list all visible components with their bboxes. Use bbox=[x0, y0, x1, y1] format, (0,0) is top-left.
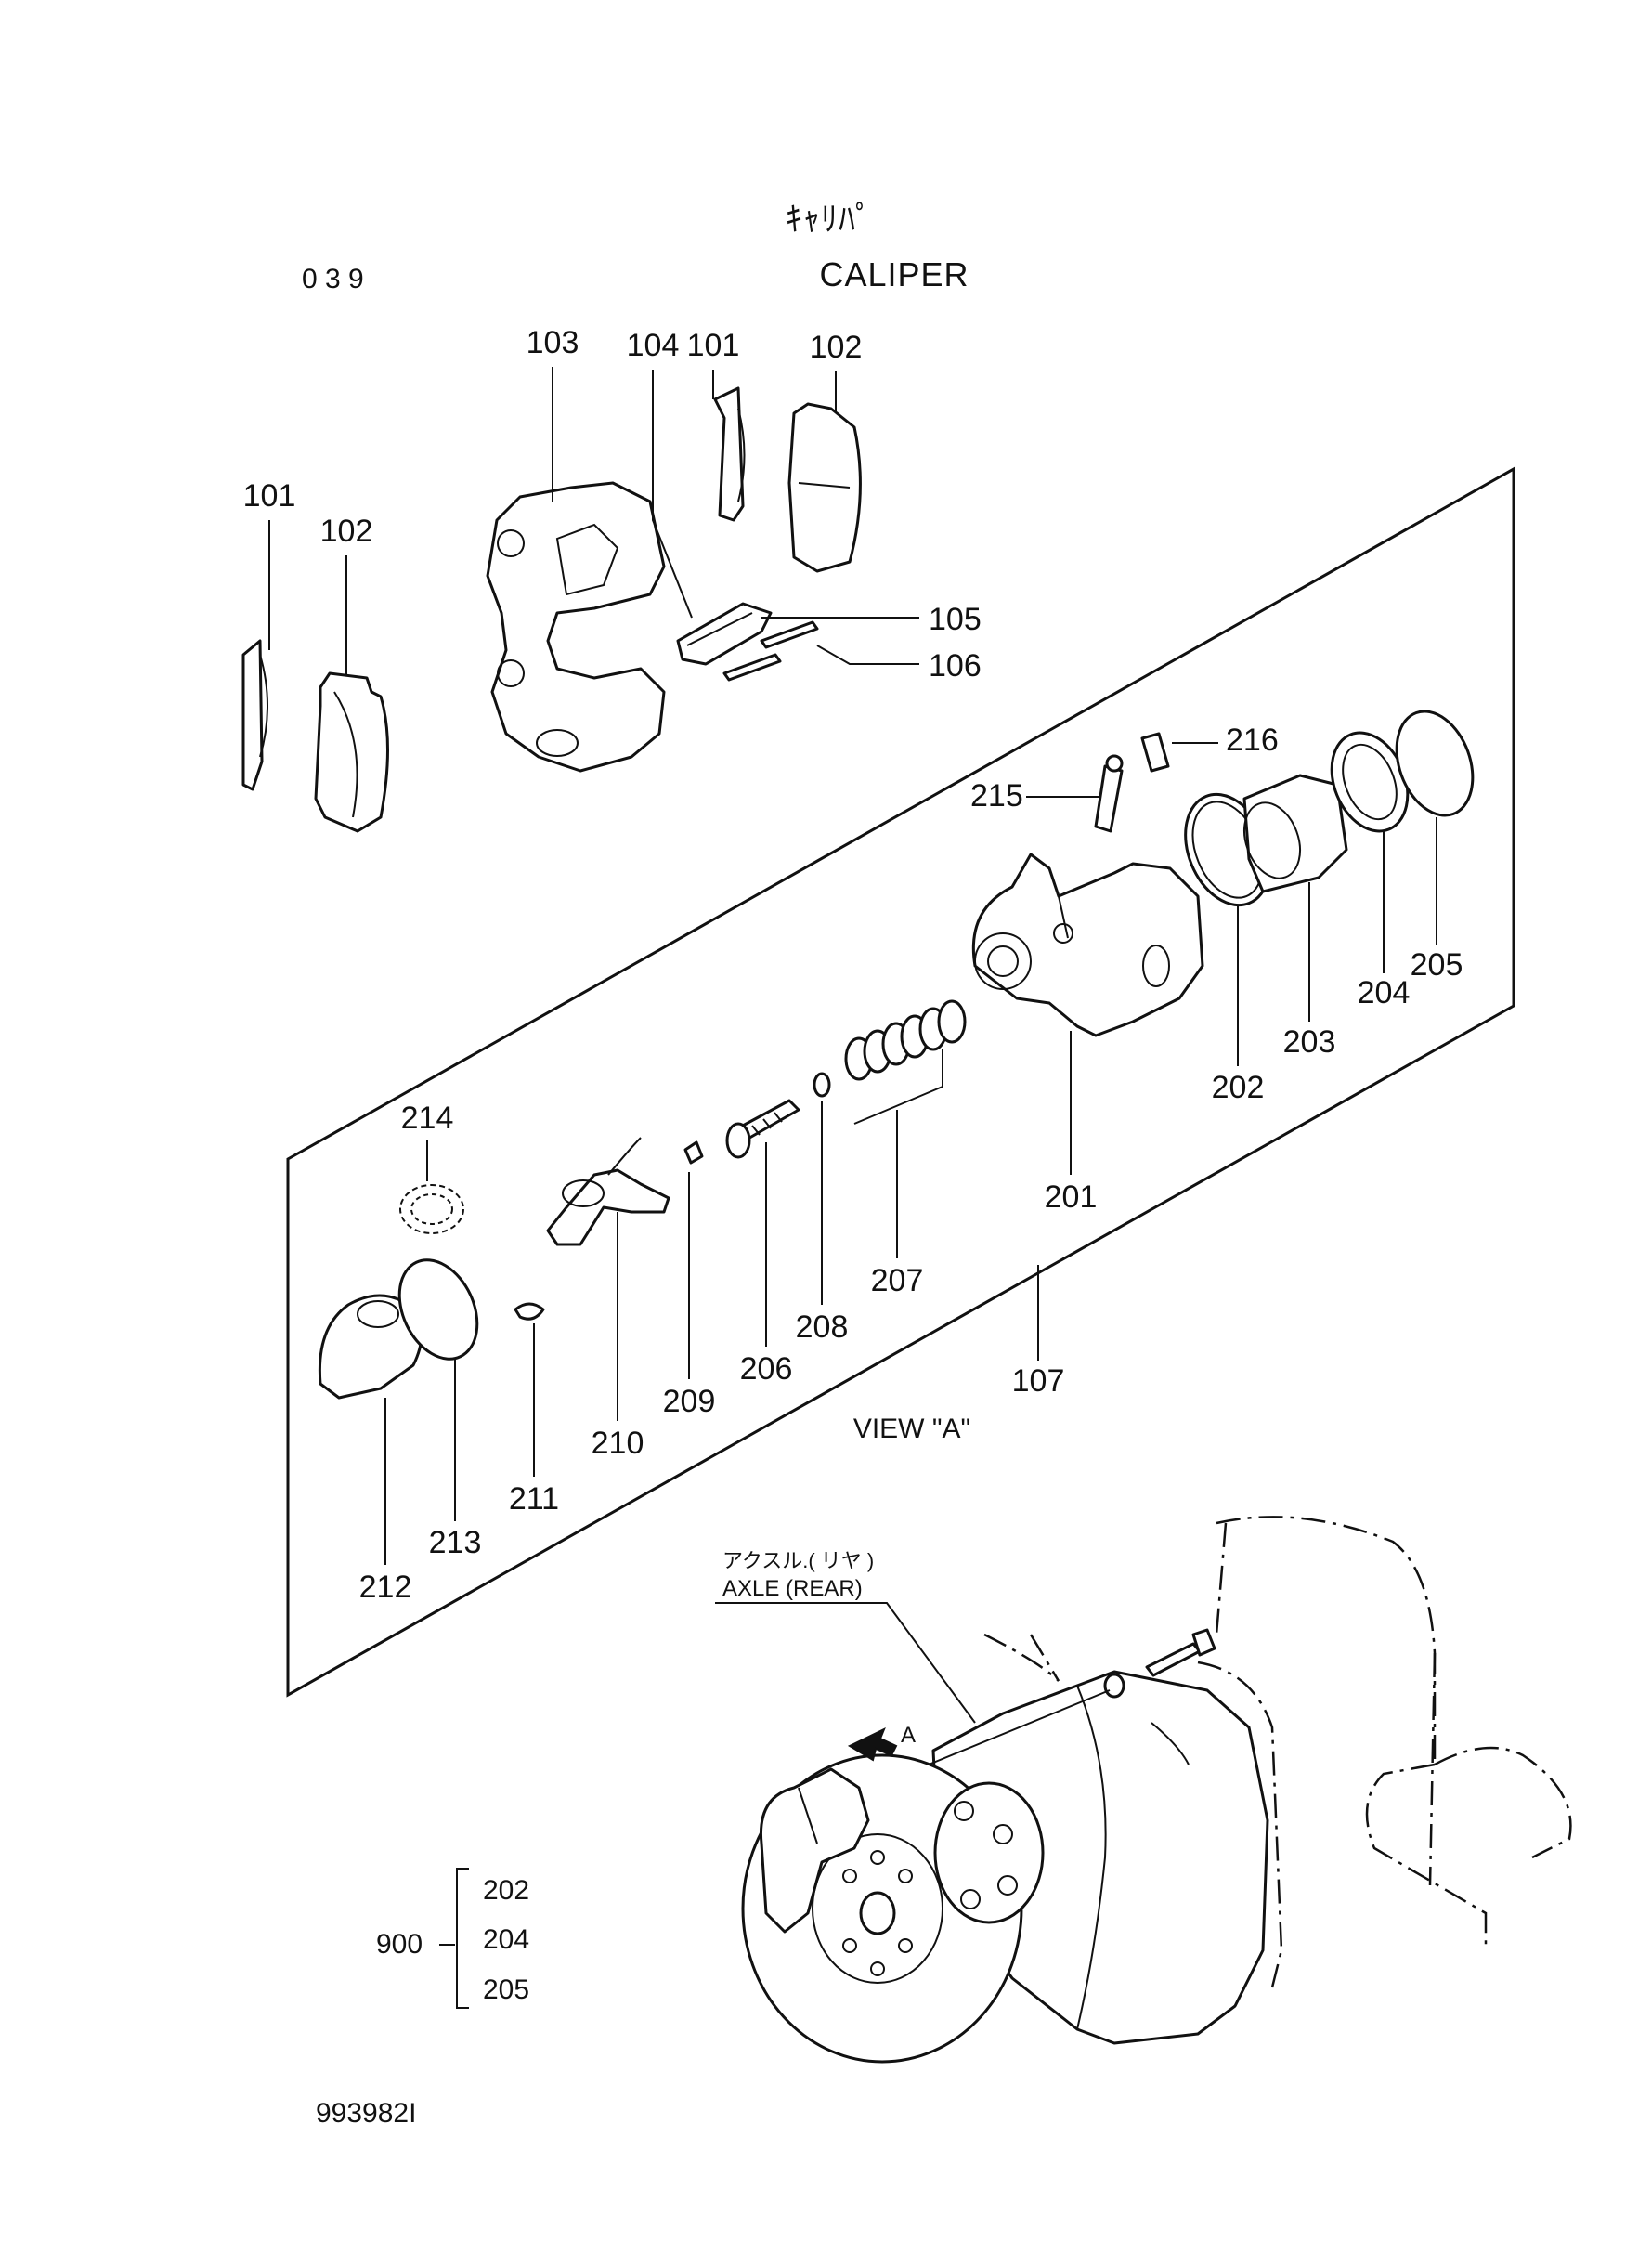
part-label-213: 213 bbox=[429, 1525, 482, 1560]
page-code: 0 3 9 bbox=[302, 264, 364, 294]
ring-205 bbox=[1395, 710, 1475, 817]
part-label-106: 106 bbox=[929, 648, 982, 684]
axle-label-japanese: アクスル.( リヤ ) bbox=[722, 1549, 874, 1572]
part-label-107: 107 bbox=[1012, 1363, 1065, 1399]
washers-207 bbox=[844, 999, 967, 1125]
title: CALIPER bbox=[819, 255, 969, 293]
pad-102-right bbox=[787, 402, 862, 573]
adjuster-screw-206 bbox=[725, 1099, 800, 1159]
spring-214 bbox=[399, 1184, 464, 1234]
part-label-209: 209 bbox=[663, 1384, 716, 1419]
kit-item-3: 205 bbox=[483, 1974, 529, 2005]
title-japanese: ｷｬﾘﾊﾟ bbox=[786, 200, 873, 238]
shim-105 bbox=[676, 602, 773, 666]
bleeder-215 bbox=[1094, 754, 1124, 833]
part-label-212: 212 bbox=[359, 1570, 412, 1605]
view-a-label: VIEW "A" bbox=[853, 1414, 970, 1444]
part-label-104: 104 bbox=[627, 328, 680, 363]
part-label-204: 204 bbox=[1358, 975, 1411, 1010]
lever-210 bbox=[546, 1137, 670, 1246]
part-label-215: 215 bbox=[970, 778, 1023, 814]
caliper-mounted bbox=[759, 1767, 870, 1934]
clip-101-right bbox=[713, 386, 746, 522]
part-label-102-right: 102 bbox=[810, 330, 863, 365]
ring-213 bbox=[397, 1258, 479, 1361]
part-label-206: 206 bbox=[740, 1351, 793, 1387]
piston-203 bbox=[1242, 774, 1348, 893]
clip-211 bbox=[514, 1302, 545, 1321]
clip-101-left bbox=[241, 639, 268, 791]
part-label-201: 201 bbox=[1045, 1179, 1098, 1215]
pad-102-left bbox=[314, 671, 389, 833]
kit-number: 900 bbox=[376, 1929, 423, 1960]
ring-208 bbox=[813, 1072, 831, 1098]
part-label-216: 216 bbox=[1226, 723, 1279, 758]
rear-axle-housing bbox=[931, 1516, 1572, 2045]
document-number: 993982I bbox=[316, 2098, 416, 2129]
part-label-207: 207 bbox=[871, 1263, 924, 1298]
kit-item-2: 204 bbox=[483, 1924, 529, 1955]
part-label-101-left: 101 bbox=[243, 478, 296, 514]
washer bbox=[1103, 1673, 1125, 1699]
caliper-body-201 bbox=[971, 853, 1204, 1037]
view-a-frame bbox=[286, 466, 1515, 1698]
part-label-210: 210 bbox=[592, 1426, 644, 1461]
view-a-arrow-label: A bbox=[901, 1723, 916, 1748]
kit-item-1: 202 bbox=[483, 1875, 529, 1906]
pins-106 bbox=[722, 620, 819, 682]
part-label-203: 203 bbox=[1283, 1024, 1336, 1060]
part-label-211: 211 bbox=[509, 1481, 559, 1517]
axle-label: AXLE (REAR) bbox=[722, 1576, 863, 1601]
key-209 bbox=[683, 1140, 704, 1165]
bolt bbox=[1145, 1628, 1216, 1677]
part-label-214: 214 bbox=[401, 1101, 454, 1136]
part-label-202: 202 bbox=[1212, 1070, 1265, 1105]
part-label-102-left: 102 bbox=[320, 514, 373, 549]
part-label-105: 105 bbox=[929, 602, 982, 637]
cap-216 bbox=[1140, 732, 1170, 773]
wheel-hub bbox=[933, 1781, 1045, 1924]
boot-cover-212 bbox=[318, 1294, 423, 1400]
part-label-103: 103 bbox=[527, 325, 579, 360]
view-a-arrow bbox=[847, 1726, 898, 1762]
part-label-208: 208 bbox=[796, 1309, 849, 1345]
part-label-205: 205 bbox=[1411, 947, 1463, 983]
caliper-bracket-103 bbox=[486, 481, 666, 773]
part-label-101-right: 101 bbox=[687, 328, 740, 363]
